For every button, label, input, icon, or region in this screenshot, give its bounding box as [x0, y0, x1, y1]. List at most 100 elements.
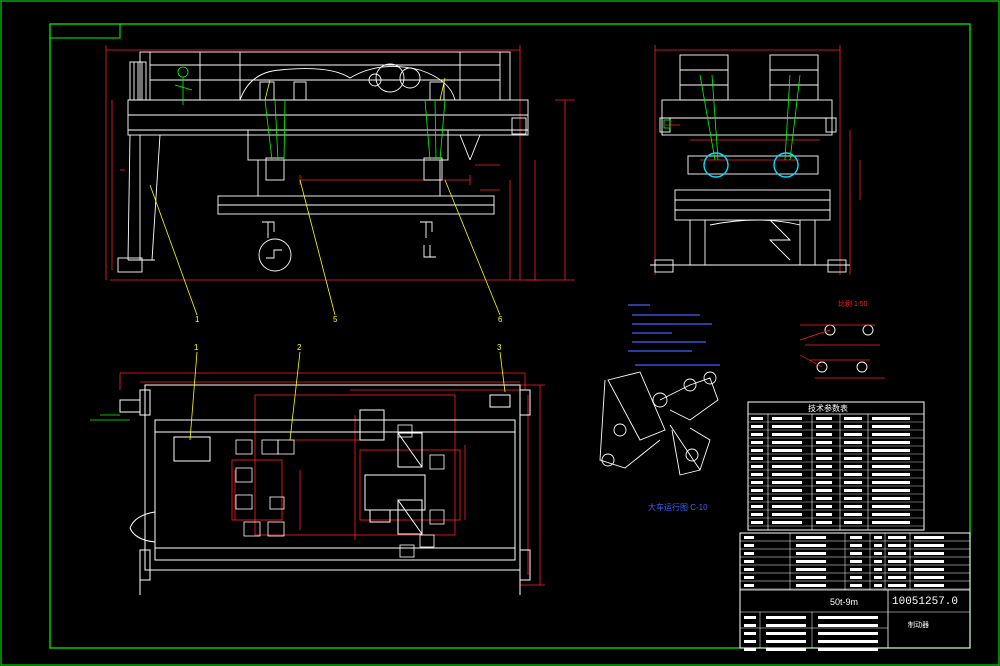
table-cell-mark	[816, 433, 832, 436]
table-cell-mark	[751, 521, 763, 524]
table-cell-mark	[751, 425, 763, 428]
table-cell-mark	[844, 521, 862, 524]
table-cell-mark	[844, 449, 862, 452]
table-cell-mark	[874, 560, 882, 563]
table-cell-mark	[796, 552, 826, 555]
table-cell-mark	[872, 505, 910, 508]
table-cell-mark	[872, 513, 910, 516]
table-cell-mark	[844, 425, 862, 428]
table-cell-mark	[872, 465, 910, 468]
table-cell-mark	[844, 441, 862, 444]
table-cell-mark	[844, 417, 862, 420]
table-cell-mark	[888, 560, 906, 563]
table-cell-mark	[751, 497, 763, 500]
table-cell-mark	[772, 481, 802, 484]
table-cell-mark	[744, 568, 754, 571]
table-cell-mark	[818, 624, 878, 627]
table-cell-mark	[816, 521, 832, 524]
table-cell-mark	[874, 544, 882, 547]
table-cell-mark	[872, 425, 910, 428]
table-cell-mark	[888, 536, 906, 539]
table-cell-mark	[744, 616, 756, 619]
table-cell-mark	[816, 505, 832, 508]
table-cell-mark	[888, 568, 906, 571]
table-cell-mark	[816, 513, 832, 516]
table-cell-mark	[816, 449, 832, 452]
side-view	[650, 45, 861, 275]
table-cell-mark	[744, 552, 754, 555]
table-cell-mark	[888, 584, 906, 587]
table-cell-mark	[872, 489, 910, 492]
table-cell-mark	[796, 576, 826, 579]
table-cell-mark	[772, 521, 802, 524]
table-cell-mark	[844, 513, 862, 516]
table-cell-mark	[844, 473, 862, 476]
technical-notes	[628, 304, 712, 352]
table-cell-mark	[872, 457, 910, 460]
table-cell-mark	[744, 648, 756, 651]
scale-caption: 比例 1:50	[838, 299, 868, 308]
table-cell-mark	[751, 473, 763, 476]
plan-callouts: 1 2 3	[194, 343, 502, 352]
table-cell-mark	[850, 560, 862, 563]
table-cell-mark	[872, 473, 910, 476]
table-cell-mark	[751, 457, 763, 460]
table-cell-mark	[872, 433, 910, 436]
table-cell-mark	[888, 552, 906, 555]
drawing-frame	[49, 23, 971, 649]
table-cell-mark	[818, 640, 878, 643]
elevation-view: 1 5 6	[105, 45, 575, 324]
table-cell-mark	[844, 465, 862, 468]
table-cell-mark	[751, 513, 763, 516]
table-cell-mark	[772, 489, 802, 492]
table-cell-mark	[766, 632, 806, 635]
table-cell-mark	[850, 544, 862, 547]
table-cell-mark	[766, 624, 806, 627]
table-cell-mark	[751, 441, 763, 444]
callout-plan-1: 1	[194, 343, 199, 352]
table-cell-mark	[914, 560, 944, 563]
table-cell-mark	[744, 624, 756, 627]
table-cell-mark	[872, 481, 910, 484]
callout-plan-2: 2	[297, 343, 302, 352]
table-cell-mark	[816, 497, 832, 500]
table-cell-mark	[796, 568, 826, 571]
table-cell-mark	[850, 536, 862, 539]
table-cell-mark	[850, 552, 862, 555]
table-cell-mark	[888, 544, 906, 547]
table-cell-mark	[872, 449, 910, 452]
table-cell-mark	[816, 465, 832, 468]
table-cell-mark	[818, 632, 878, 635]
table-cell-mark	[751, 481, 763, 484]
table-cell-mark	[816, 417, 832, 420]
table-cell-mark	[844, 481, 862, 484]
table-cell-mark	[874, 536, 882, 539]
table-cell-mark	[888, 576, 906, 579]
table-cell-mark	[744, 544, 754, 547]
table-cell-mark	[796, 536, 826, 539]
table-cell-mark	[850, 576, 862, 579]
table-cell-mark	[874, 568, 882, 571]
callout-elevation-5: 5	[333, 315, 338, 324]
table-cell-mark	[766, 616, 806, 619]
table-cell-mark	[872, 497, 910, 500]
table-cell-mark	[772, 513, 802, 516]
table-cell-mark	[914, 544, 944, 547]
elevation-callouts: 1 5 6	[195, 315, 503, 324]
table-cell-mark	[914, 552, 944, 555]
table-cell-mark	[744, 640, 756, 643]
table-cell-mark	[772, 497, 802, 500]
table-cell-mark	[816, 473, 832, 476]
drawing-title: 制动器	[908, 620, 929, 629]
table-cell-mark	[796, 584, 826, 587]
table-cell-mark	[872, 441, 910, 444]
table-cell-mark	[844, 433, 862, 436]
table-cell-mark	[816, 481, 832, 484]
table-cell-mark	[874, 584, 882, 587]
table-cell-mark	[850, 584, 862, 587]
table-cell-mark	[766, 640, 806, 643]
table-cell-mark	[772, 425, 802, 428]
table-cell-mark	[772, 473, 802, 476]
table-cell-mark	[751, 489, 763, 492]
